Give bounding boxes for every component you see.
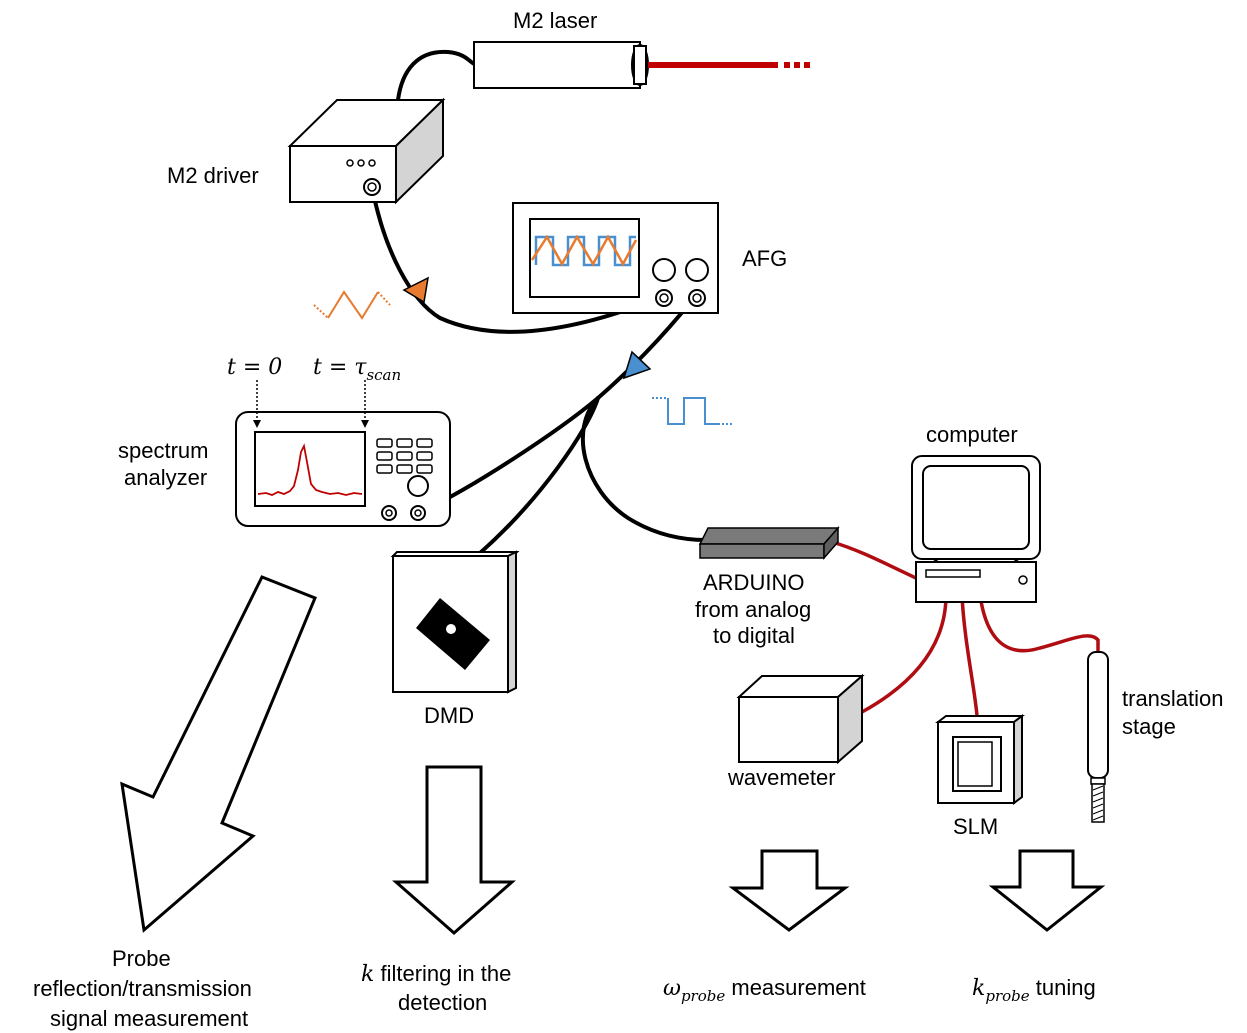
arduino bbox=[698, 526, 840, 560]
spectrum-analyzer-label-line1: spectrum bbox=[118, 438, 208, 463]
computer-monitor-screen bbox=[922, 465, 1030, 550]
spectrum-knob-icon bbox=[407, 475, 429, 497]
probe-output-label-line2: reflection/transmission bbox=[33, 976, 252, 1001]
computer-power-icon bbox=[1018, 575, 1028, 585]
translation-stage bbox=[1087, 651, 1109, 823]
m2-driver-label: M2 driver bbox=[167, 163, 259, 188]
arduino-label-line1: ARDUINO bbox=[703, 570, 804, 595]
spectrum-trace bbox=[257, 443, 363, 496]
tscan-label: t = τscan bbox=[313, 355, 401, 384]
dmd-label: DMD bbox=[424, 703, 474, 728]
afg-knob-right-icon bbox=[685, 258, 709, 282]
kprobe-tuning-label: kprobe tuning bbox=[972, 975, 1096, 1005]
spectrum-analyzer bbox=[235, 411, 451, 527]
afg-ramp-wave bbox=[530, 234, 638, 267]
arduino-label-line3: to digital bbox=[713, 623, 795, 648]
afg bbox=[512, 202, 719, 314]
t0-label: t = 0 bbox=[227, 355, 282, 380]
square-signal-icon bbox=[667, 397, 718, 425]
probe-output-label-line1: Probe bbox=[112, 946, 171, 971]
afg-knob-left-icon bbox=[652, 258, 676, 282]
computer bbox=[911, 455, 1041, 603]
computer-stage-cable bbox=[978, 593, 1100, 654]
wavemeter-label: wavemeter bbox=[727, 765, 836, 790]
dmd-mirror-icon bbox=[416, 598, 490, 670]
arduino-label-line2: from analog bbox=[695, 597, 811, 622]
trigger-to-arduino-cable bbox=[581, 396, 708, 542]
computer-slm-cable bbox=[960, 593, 979, 718]
trigger-direction-arrow-icon bbox=[622, 350, 652, 380]
spectrum-analyzer-label-line2: analyzer bbox=[124, 465, 207, 490]
computer-label: computer bbox=[926, 422, 1018, 447]
laser-driver-cable bbox=[396, 49, 480, 102]
ramp-signal-icon bbox=[327, 290, 379, 320]
translation-stage-label-line2: stage bbox=[1122, 714, 1176, 739]
kprobe-output-arrow bbox=[988, 849, 1106, 932]
k-filtering-label-line2: detection bbox=[398, 990, 487, 1015]
m2-laser-label: M2 laser bbox=[513, 8, 597, 33]
dmd bbox=[390, 550, 520, 694]
spectrum-keypad bbox=[376, 438, 433, 474]
computer-drive-slot bbox=[925, 569, 981, 578]
ramp-direction-arrow-icon bbox=[402, 276, 429, 304]
probe-output-arrow bbox=[120, 575, 317, 933]
k-filtering-output-arrow bbox=[392, 765, 516, 935]
wavemeter bbox=[736, 673, 865, 765]
omega-measurement-label: ωprobe measurement bbox=[663, 975, 866, 1005]
translation-stage-label-line1: translation bbox=[1122, 686, 1224, 711]
computer-wavemeter-cable bbox=[860, 593, 948, 714]
m2-driver bbox=[287, 97, 446, 205]
m2-laser bbox=[473, 41, 814, 89]
afg-label: AFG bbox=[742, 246, 787, 271]
omega-output-arrow bbox=[728, 849, 850, 932]
probe-output-label-line3: signal measurement bbox=[50, 1006, 248, 1031]
driver-to-afg-ramp-cable bbox=[371, 190, 666, 334]
stage-screw-thread bbox=[1092, 785, 1104, 821]
arduino-computer-cable bbox=[830, 540, 918, 580]
trigger-to-dmd-cable bbox=[478, 396, 600, 555]
slm-label: SLM bbox=[953, 814, 998, 839]
k-filtering-label-line1: k filtering in the bbox=[361, 961, 511, 987]
slm bbox=[935, 714, 1025, 805]
